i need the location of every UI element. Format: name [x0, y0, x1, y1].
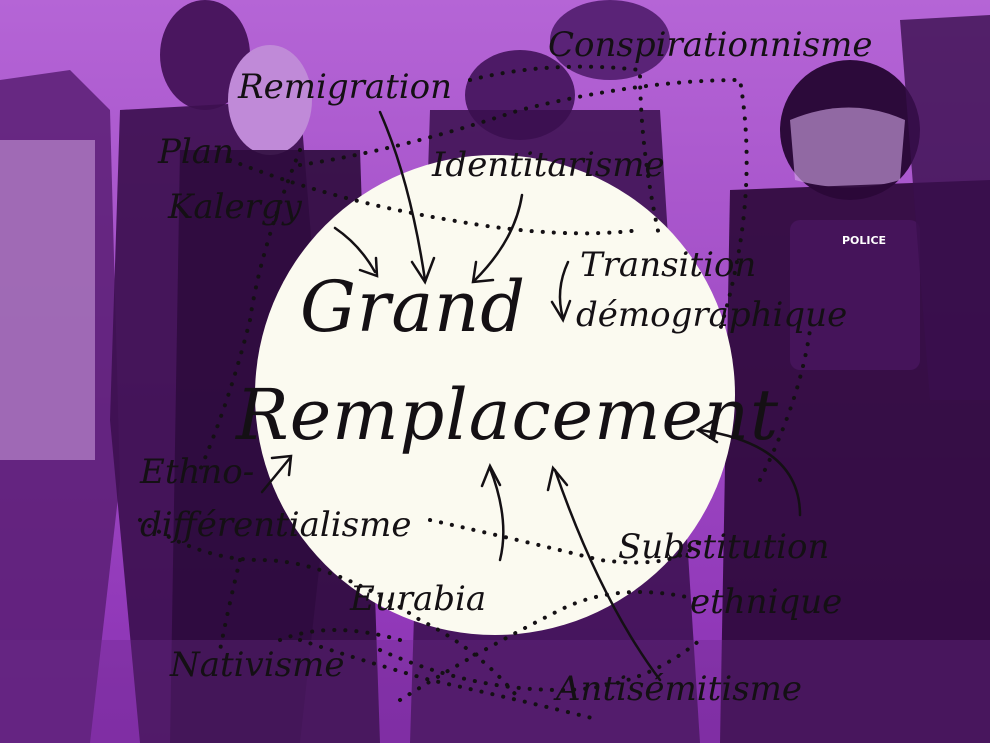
- figure-far-right: [900, 15, 990, 400]
- dotted-link-1: [298, 77, 749, 332]
- label-plan: Plan: [158, 132, 234, 172]
- title-remplacement: Remplacement: [236, 374, 780, 456]
- arrow-identitarisme: [473, 193, 524, 282]
- arrow-ethno: [260, 456, 292, 494]
- figure-police-visor: [790, 107, 905, 188]
- arrow-plan-kalergy: [333, 226, 377, 274]
- arrowhead-identitarisme: [471, 260, 495, 284]
- arrowhead-plan-kalergy: [358, 256, 379, 278]
- police-badge-text: POLICE: [841, 234, 887, 247]
- arrowhead-transition: [550, 299, 572, 323]
- label-nativisme: Nativisme: [170, 645, 345, 685]
- arrow-transition: [558, 260, 570, 320]
- label-antisemitisme: Antisémitisme: [556, 669, 803, 709]
- arrowhead-eurabia: [480, 463, 502, 488]
- arrowhead-remigration: [410, 256, 436, 285]
- figure-left-jacket: [0, 140, 95, 460]
- dotted-link-7: [428, 518, 702, 565]
- label-eurabia: Eurabia: [350, 579, 487, 619]
- arrow-eurabia: [488, 466, 505, 562]
- label-transition: Transition: [580, 245, 757, 285]
- dotted-link-10: [298, 638, 602, 722]
- label-conspirationnisme: Conspirationnisme: [548, 25, 873, 65]
- arrowhead-ethno: [270, 454, 293, 477]
- arrow-remigration: [378, 110, 427, 282]
- figure-police-body: [720, 180, 990, 743]
- label-differentialisme: différentialisme: [140, 505, 412, 545]
- arrowhead-substitution: [695, 416, 720, 444]
- label-kalergy: Kalergy: [168, 187, 302, 227]
- label-substitution: Substitution: [618, 527, 830, 567]
- label-identitarisme: Identitarisme: [432, 145, 665, 185]
- figure-police-vest: [790, 220, 920, 370]
- figure-coat-head: [228, 45, 312, 155]
- arrow-substitution: [698, 428, 802, 517]
- title-grand: Grand: [300, 266, 527, 348]
- label-ethnique: ethnique: [690, 582, 843, 622]
- dotted-link-12: [278, 628, 402, 642]
- dotted-link-11: [398, 590, 702, 702]
- label-ethno: Ethno-: [140, 452, 255, 492]
- arrowhead-antisemitisme: [546, 465, 569, 492]
- figure-helmet-2: [550, 0, 670, 80]
- ground: [0, 640, 990, 743]
- label-demographique: démographique: [576, 295, 848, 335]
- figure-masked-head: [160, 0, 250, 110]
- police-badge: POLICE: [834, 233, 894, 249]
- dotted-link-6: [218, 558, 242, 652]
- dotted-link-2: [468, 64, 662, 242]
- dotted-link-4: [198, 148, 302, 472]
- arrow-antisemitisme: [553, 468, 662, 682]
- label-remigration: Remigration: [238, 67, 453, 107]
- dotted-link-8: [378, 638, 702, 693]
